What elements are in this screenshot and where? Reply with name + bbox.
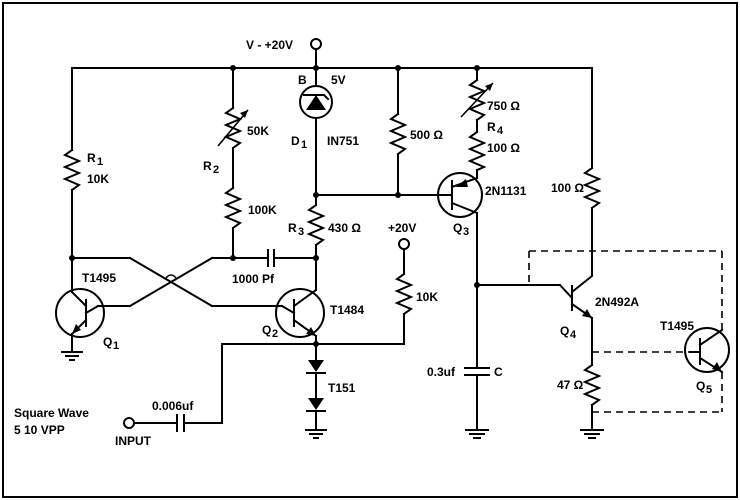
resistor-r2-pot: 50K [217,67,269,150]
resistor-r3: R 3 430 Ω [288,194,361,291]
q5-sub: 5 [706,384,712,396]
cap-c-value: 0.3uf [427,365,456,379]
r47-value: 47 Ω [557,378,584,392]
resistor-100: 100 Ω [551,67,602,276]
r3-value: 430 Ω [328,221,361,235]
q3-part: 2N1131 [485,184,527,198]
r1-name: R [87,151,96,165]
d1-voltage: 5V [331,73,346,87]
transistor-q1: T1495 Q 1 [55,257,119,361]
second-supply-label: +20V [388,221,416,235]
capacitor-1000pf: 1000 Pf [232,249,317,286]
r2-pot-value: 50K [247,124,269,138]
capacitor-c: 0.3uf C [427,284,503,439]
input-note-line1: Square Wave [14,406,89,420]
d1-name: D [291,134,300,148]
transistor-q3: 2N1131 Q 3 [437,172,527,286]
wire-cross-b [128,256,214,308]
q2-sub: 2 [272,328,278,340]
q3-name: Q [453,221,462,235]
r4-value: 100 Ω [487,141,520,155]
input-label: INPUT [115,434,152,448]
supply-label: V - +20V [246,38,293,52]
r500-value: 500 Ω [410,128,443,142]
diodes-t151: T151 [305,343,356,439]
t151-part: T151 [328,381,356,395]
q5-name: Q [696,379,705,393]
q4-sub: 4 [570,329,577,341]
r10k-value: 10K [416,290,438,304]
q3-sub: 3 [463,226,469,238]
transistor-q5: T1495 Q 5 [528,250,730,413]
d1-node-label: B [298,73,307,87]
supply-terminal: V - +20V [246,38,322,69]
q4-name: Q [560,324,569,338]
r100-value: 100 Ω [551,181,584,195]
d1-part: IN751 [327,134,359,148]
cap-1000-value: 1000 Pf [232,272,275,286]
resistor-r2: R 2 100K [203,147,277,259]
r1-sub: 1 [97,156,103,168]
resistor-47: 47 Ω [557,351,604,439]
transistor-q4: 2N492A Q 4 [558,274,639,353]
q2-name: Q [262,323,271,337]
q4-part: 2N492A [595,295,639,309]
cap-c-name: C [494,365,503,379]
input-section: 0.006uf INPUT Square Wave 5 10 VPP [14,343,317,448]
r1-value: 10K [87,172,109,186]
zener-d1: B 5V D 1 IN751 [291,67,359,196]
r4-pot-value: 750 Ω [487,99,520,113]
input-note-line2: 5 10 VPP [14,423,65,437]
d1-sub: 1 [301,139,307,151]
q1-name: Q [103,335,112,349]
r3-sub: 3 [298,226,304,238]
input-cap-value: 0.006uf [152,399,194,413]
r2-sub: 2 [213,164,219,176]
transistor-q2: T1484 Q 2 [262,288,364,357]
q5-part: T1495 [660,319,694,333]
q1-part: T1495 [82,271,116,285]
resistor-10k: 10K [315,272,438,345]
resistor-500: 500 Ω [388,67,443,196]
resistor-r1: R 1 10K [62,67,109,259]
second-supply: +20V [388,221,416,275]
resistor-r4: R 4 100 Ω [467,119,520,179]
q1-sub: 1 [113,340,119,352]
r4-name: R [487,120,496,134]
resistor-r4-pot: 750 Ω [460,67,520,122]
r4-sub: 4 [497,125,504,137]
r2-name: R [203,159,212,173]
r2-value: 100K [248,203,277,217]
q2-part: T1484 [330,303,364,317]
r3-name: R [288,221,297,235]
